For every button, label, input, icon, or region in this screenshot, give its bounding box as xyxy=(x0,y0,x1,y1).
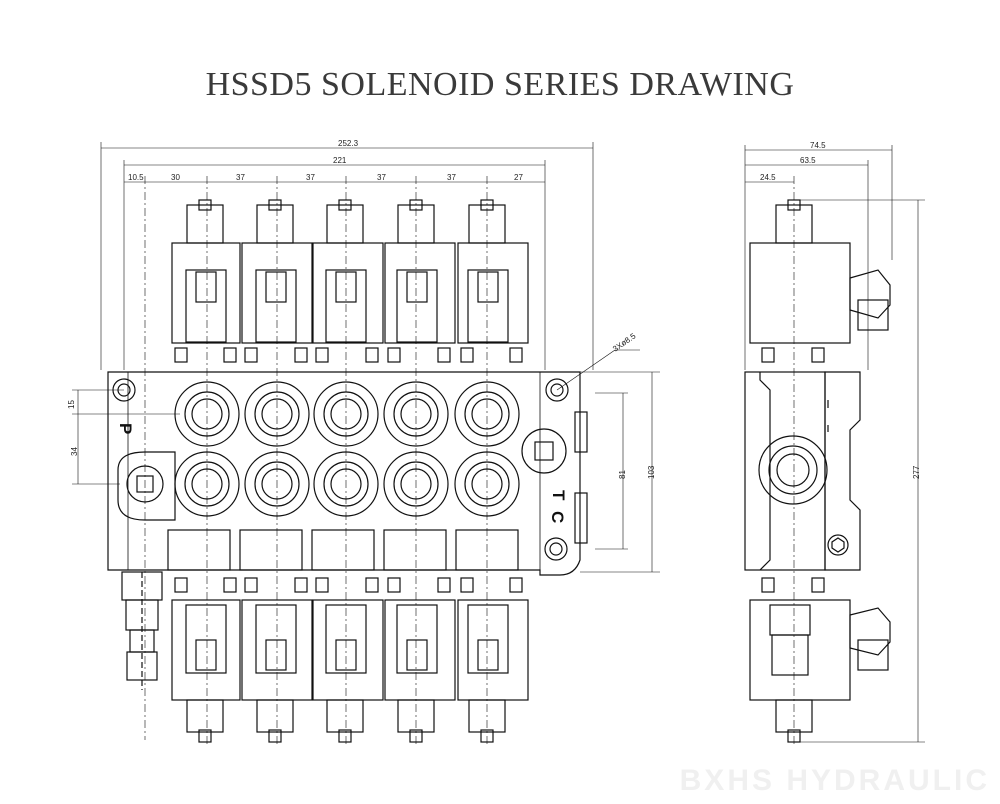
lower-solenoid-3 xyxy=(312,577,384,743)
upper-solenoid-5 xyxy=(457,199,529,363)
dim-total-height: 103 xyxy=(647,465,656,479)
dim-side-width: 74.5 xyxy=(810,141,826,150)
lower-solenoid-1 xyxy=(171,577,241,743)
dim-inner-width: 221 xyxy=(333,156,347,165)
dim-section-3: 37 xyxy=(306,173,315,182)
dim-section-1: 30 xyxy=(171,173,180,182)
tank-port xyxy=(521,428,567,474)
dim-body-height: 81 xyxy=(618,470,627,479)
port-b-row xyxy=(174,451,520,517)
lower-solenoids xyxy=(171,577,529,743)
port-a-row xyxy=(174,381,520,447)
port-label-c: C xyxy=(548,511,567,523)
dim-overall-width: 252.3 xyxy=(338,139,359,148)
side-connector-bottom xyxy=(849,607,891,656)
dim-section-2: 37 xyxy=(236,173,245,182)
front-top-dimensions: 252.3 221 10.5 30 37 37 37 37 27 xyxy=(100,139,594,745)
side-height-dimension: 277 xyxy=(800,199,925,743)
lower-solenoid-4 xyxy=(384,577,456,743)
dim-mount-hole: 3Xø8.5 xyxy=(611,331,638,353)
upper-solenoids xyxy=(171,199,529,363)
dim-side-width-mid: 63.5 xyxy=(800,156,816,165)
port-label-t: T xyxy=(549,490,568,501)
drawing-title: HSSD5 SOLENOID SERIES DRAWING xyxy=(205,66,795,103)
mount-hole-bottom xyxy=(544,537,568,561)
dim-side-offset: 24.5 xyxy=(760,173,776,182)
front-right-dimensions: 81 103 xyxy=(580,371,660,573)
upper-solenoid-1 xyxy=(171,199,241,363)
side-lower-solenoid xyxy=(749,577,891,743)
dim-section-4: 37 xyxy=(377,173,386,182)
upper-solenoid-3 xyxy=(312,199,384,363)
dim-section-6: 27 xyxy=(514,173,523,182)
side-connector-top xyxy=(849,269,891,319)
port-label-p: P xyxy=(116,423,135,434)
watermark-logo: BXHS HYDRAULIC xyxy=(679,764,990,797)
work-ports xyxy=(174,381,520,517)
side-top-dimensions: 74.5 63.5 24.5 xyxy=(744,141,893,745)
mount-hole-leader: 3Xø8.5 xyxy=(556,331,640,391)
side-hex-plug xyxy=(827,534,849,556)
side-upper-solenoid xyxy=(749,199,891,363)
lower-solenoid-5 xyxy=(457,577,529,743)
dim-port-spacing: 34 xyxy=(70,447,79,456)
upper-solenoid-2 xyxy=(241,199,313,363)
dim-section-0: 10.5 xyxy=(128,173,144,182)
dim-section-5: 37 xyxy=(447,173,456,182)
pressure-port xyxy=(126,465,164,503)
mount-hole-right xyxy=(545,378,569,402)
side-view: 74.5 63.5 24.5 277 xyxy=(744,141,925,745)
side-port-outer xyxy=(758,435,828,505)
lower-solenoid-2 xyxy=(241,577,313,743)
valve-body xyxy=(107,371,588,576)
upper-solenoid-4 xyxy=(384,199,456,363)
dim-top-offset: 15 xyxy=(67,400,76,409)
side-body xyxy=(744,371,861,571)
front-left-dimensions: 15 34 xyxy=(67,389,180,485)
relief-valve-fitting xyxy=(121,571,163,690)
dim-side-height: 277 xyxy=(912,465,921,479)
front-view: 252.3 221 10.5 30 37 37 37 37 27 xyxy=(67,139,660,745)
